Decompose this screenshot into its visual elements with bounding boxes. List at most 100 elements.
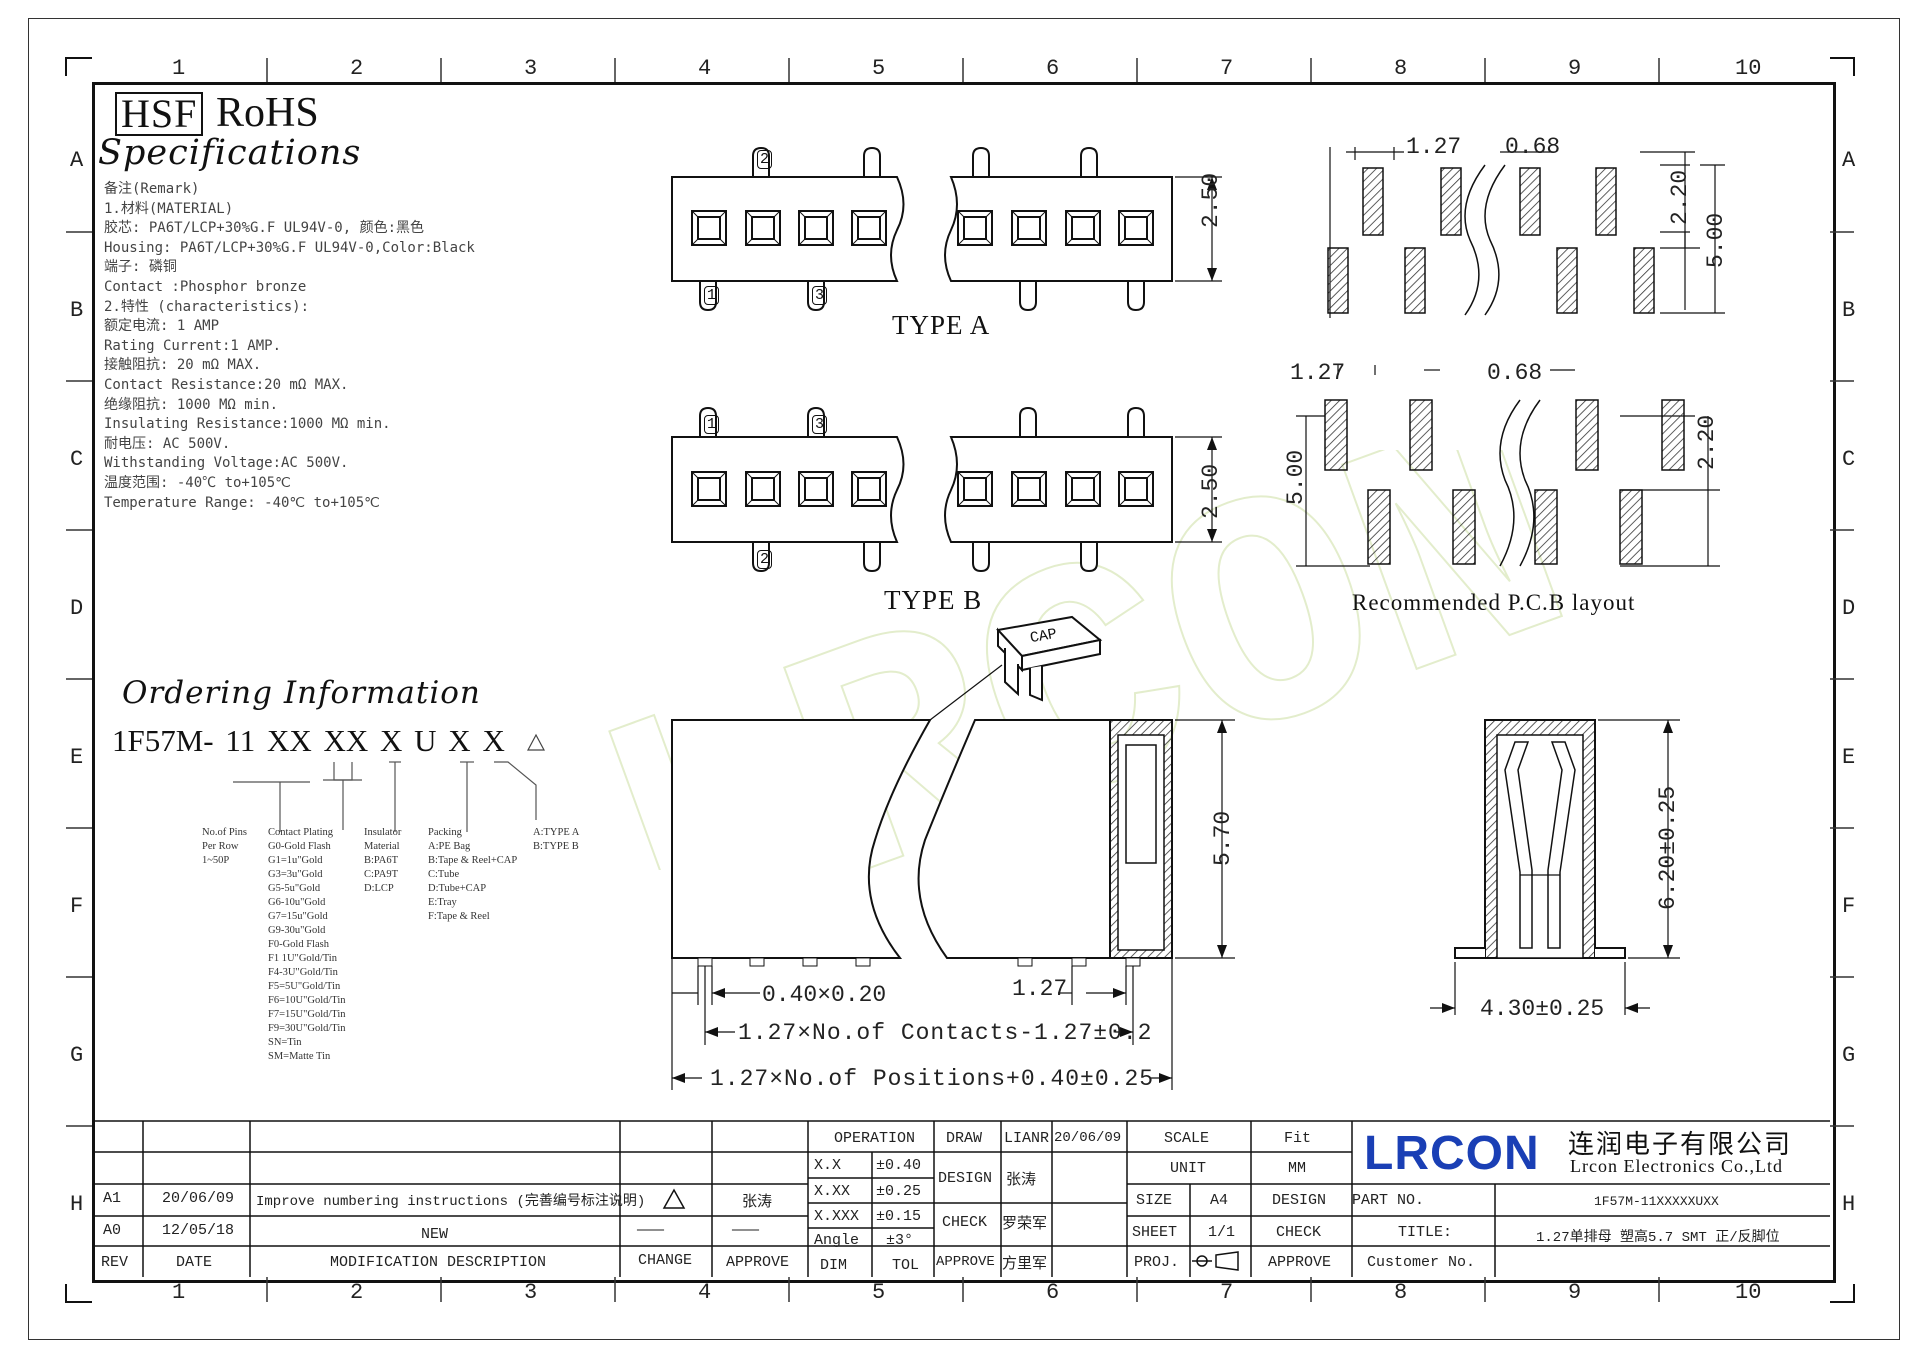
zone-col-bottom-7: 7	[1220, 1280, 1234, 1305]
dim-positions-formula: 1.27×No.of Positions+0.40±0.25	[710, 1066, 1155, 1092]
zone-row-left-E: E	[70, 745, 84, 770]
dim-contacts-formula: 1.27×No.of Contacts-1.27±0.2	[738, 1020, 1153, 1046]
spec-line: Rating Current:1 AMP.	[104, 337, 282, 354]
zone-row-left-C: C	[70, 447, 84, 472]
zone-row-left-A: A	[70, 148, 84, 173]
zone-row-right-G: G	[1842, 1043, 1856, 1068]
design-name: 张涛	[1006, 1172, 1037, 1189]
spec-list: 备注(Remark)1.材料(MATERIAL)胶芯: PA6T/LCP+30%…	[104, 180, 475, 513]
type-a-label: TYPE A	[892, 310, 991, 340]
desc-header: MODIFICATION DESCRIPTION	[330, 1254, 547, 1271]
proj-label: PROJ.	[1134, 1254, 1180, 1271]
zone-row-right-H: H	[1842, 1192, 1856, 1217]
zone-col-top-10: 10	[1735, 56, 1762, 81]
draw-label: DRAW	[946, 1130, 983, 1147]
spec-line: Withstanding Voltage:AC 500V.	[104, 455, 349, 472]
legend-insulator: Insulator Material B:PA6T C:PA9T D:LCP	[364, 827, 402, 894]
rev-a1: A1	[103, 1190, 122, 1207]
dim-end-width: 4.30±0.25	[1480, 996, 1605, 1022]
pin-label-2a: 2	[757, 150, 773, 169]
zone-col-bottom-10: 10	[1735, 1280, 1762, 1305]
legend-packing: Packing A:PE Bag B:Tape & Reel+CAP C:Tub…	[428, 827, 518, 922]
zone-col-bottom-3: 3	[524, 1280, 538, 1305]
zone-col-bottom-8: 8	[1394, 1280, 1408, 1305]
spec-line: 温度范围: -40℃ to+105℃	[104, 474, 291, 491]
company-en: Lrcon Electronics Co.,Ltd	[1570, 1156, 1783, 1176]
approve-label: APPROVE	[936, 1254, 995, 1270]
design-label: DESIGN	[938, 1170, 993, 1187]
approve-name: 方里军	[1002, 1256, 1048, 1273]
size-label: SIZE	[1136, 1192, 1173, 1209]
ordering-title: Ordering Information	[122, 675, 481, 711]
tb-approve-label: APPROVE	[1268, 1254, 1332, 1271]
lrcon-logo: LRCON	[1364, 1127, 1540, 1180]
pin-label-1a: 1	[704, 286, 720, 305]
zone-row-left-G: G	[70, 1043, 84, 1068]
change-header: CHANGE	[638, 1252, 693, 1269]
tol-val-0: ±0.40	[876, 1157, 922, 1174]
operation-label: OPERATION	[834, 1130, 916, 1147]
spec-title: Specifications	[98, 133, 362, 173]
rev-a0-change: ———	[637, 1222, 665, 1239]
tol-dim-2: X.XXX	[814, 1208, 860, 1225]
zone-row-right-D: D	[1842, 596, 1856, 621]
title-label: TITLE:	[1398, 1224, 1453, 1241]
type-b-label: TYPE B	[884, 585, 983, 615]
draw-name: LIANR	[1004, 1130, 1050, 1147]
zone-col-bottom-4: 4	[698, 1280, 712, 1305]
dim-pcb-pitch-top: 1.27	[1406, 134, 1462, 160]
size-value: A4	[1210, 1192, 1229, 1209]
zone-row-left-F: F	[70, 894, 84, 919]
check-name: 罗荣军	[1002, 1216, 1048, 1233]
pin-label-1b: 1	[704, 415, 720, 434]
scale-label: SCALE	[1164, 1130, 1210, 1147]
legend-pins: No.of Pins Per Row 1~50P	[202, 827, 247, 866]
rohs-label: RoHS	[216, 90, 319, 136]
approve-header: APPROVE	[726, 1254, 790, 1271]
rev-header: REV	[101, 1254, 129, 1271]
spec-line: 端子: 磷铜	[104, 259, 177, 276]
rev-a1-approve: 张涛	[742, 1194, 773, 1211]
rev-a1-desc: Improve numbering instructions (完善编号标注说明…	[256, 1194, 646, 1210]
zone-col-top-4: 4	[698, 56, 712, 81]
spec-line: Insulating Resistance:1000 MΩ min.	[104, 416, 391, 433]
dim-pin-size: 0.40×0.20	[762, 982, 887, 1008]
spec-line: 备注(Remark)	[104, 181, 200, 197]
tol-dim-3: Angle	[814, 1232, 860, 1249]
zone-col-top-8: 8	[1394, 56, 1408, 81]
drawing-frame	[92, 82, 1836, 1283]
sheet-outer-border	[28, 18, 1900, 1340]
dim-label: DIM	[820, 1257, 848, 1274]
tb-check-label: CHECK	[1276, 1224, 1322, 1241]
zone-row-right-A: A	[1842, 148, 1856, 173]
customer-label: Customer No.	[1367, 1254, 1476, 1271]
rev-a0-approve: ———	[732, 1222, 760, 1239]
dim-pitch: 1.27	[1012, 976, 1068, 1002]
zone-col-top-5: 5	[872, 56, 886, 81]
tol-dim-1: X.XX	[814, 1183, 851, 1200]
legend-type: A:TYPE A B:TYPE B	[533, 827, 580, 852]
title-value: 1.27单排母 塑高5.7 SMT 正/反脚位	[1536, 1230, 1780, 1246]
tol-label: TOL	[892, 1257, 920, 1274]
pin-label-3b: 3	[812, 415, 828, 434]
spec-line: 接触阻抗: 20 mΩ MAX.	[104, 357, 262, 374]
tol-val-2: ±0.15	[876, 1208, 922, 1225]
sheet-value: 1/1	[1208, 1224, 1236, 1241]
part-no-label: PART NO.	[1352, 1192, 1425, 1209]
spec-line: 耐电压: AC 500V.	[104, 435, 231, 452]
rev-a0-desc: NEW	[421, 1226, 449, 1243]
zone-col-bottom-6: 6	[1046, 1280, 1060, 1305]
rev-a0: A0	[103, 1222, 122, 1239]
zone-col-top-2: 2	[350, 56, 364, 81]
zone-col-bottom-2: 2	[350, 1280, 364, 1305]
rev-a0-date: 12/05/18	[162, 1222, 235, 1239]
zone-row-right-C: C	[1842, 447, 1856, 472]
spec-line: 2.特性 (characteristics):	[104, 298, 310, 315]
rev-a1-date: 20/06/09	[162, 1190, 235, 1207]
check-label: CHECK	[942, 1214, 988, 1231]
date-header: DATE	[176, 1254, 213, 1271]
